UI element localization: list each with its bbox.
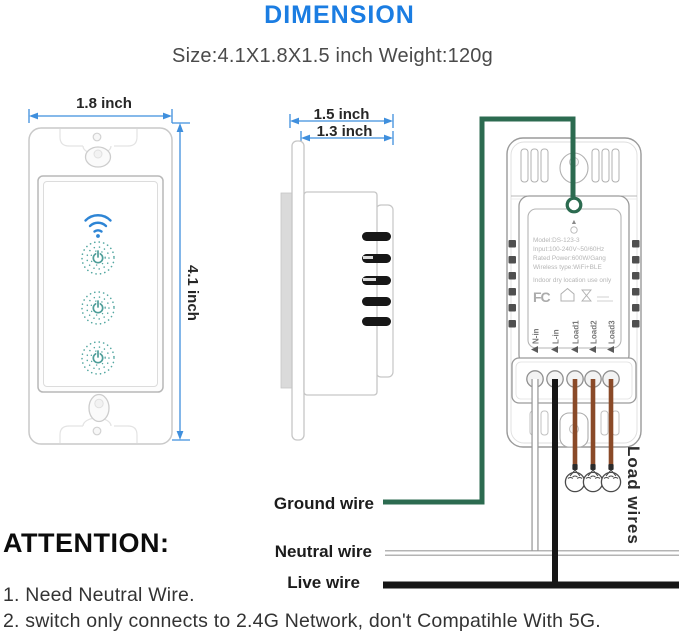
spec-line-location: Indoor dry location use only xyxy=(533,277,612,284)
load-wire-lines xyxy=(572,379,614,470)
power-icon xyxy=(92,250,104,264)
terminal-label-load2: Load2 xyxy=(590,320,599,344)
spec-line-input: Input:100-240V~50/60Hz xyxy=(533,246,604,253)
ground-wire-label: Ground wire xyxy=(273,494,374,513)
touch-button-2[interactable] xyxy=(81,291,115,325)
terminal-label-l-in: L-in xyxy=(552,329,561,344)
live-wire-line xyxy=(383,379,679,589)
outer-depth-arrow xyxy=(289,114,394,128)
switch-back-view-wiring: ▲ Model:DS-123-3 Input:100-240V~50/60Hz … xyxy=(383,116,679,589)
attention-item-1: 1. Need Neutral Wire. xyxy=(3,584,195,606)
orientation-mark xyxy=(570,226,578,234)
side-body xyxy=(303,191,378,396)
top-bracket-slots xyxy=(520,148,620,183)
switch-front-view xyxy=(28,109,190,445)
hourglass-icon xyxy=(581,289,592,302)
bulb-icons xyxy=(564,469,622,493)
height-dimension-label: 4.1 inch xyxy=(184,265,201,321)
spec-text: Model:DS-123-3 Input:100-240V~50/60Hz Ra… xyxy=(533,237,612,284)
side-clips xyxy=(508,240,640,328)
touch-panel xyxy=(43,181,158,387)
spec-line-power: Rated Power:600W/Gang xyxy=(533,255,606,262)
spec-line-wireless: Wireless type:WiFi+BLE xyxy=(533,264,602,271)
spec-line-model: Model:DS-123-3 xyxy=(533,237,580,244)
ground-screw xyxy=(565,196,583,214)
touch-button-1[interactable] xyxy=(81,241,115,275)
touch-button-3[interactable] xyxy=(81,341,115,375)
size-weight-text: Size:4.1X1.8X1.5 inch Weight:120g xyxy=(172,45,493,67)
fcc-mark: FC xyxy=(533,289,551,305)
page-title: DIMENSION xyxy=(264,1,415,29)
power-icon xyxy=(92,350,104,364)
height-dimension-arrow xyxy=(172,122,190,441)
inner-depth-label: 1.3 inch xyxy=(316,123,373,140)
power-icon xyxy=(92,300,104,314)
house-icon xyxy=(560,287,575,302)
terminal-arrows xyxy=(531,346,614,353)
attention-item-2: 2. switch only connects to 2.4G Network,… xyxy=(3,610,601,632)
neutral-wire-line xyxy=(385,379,679,556)
top-pilot-hole xyxy=(92,132,102,142)
terminal-label-n-in: N-in xyxy=(532,328,541,344)
width-dimension-arrow xyxy=(28,109,173,123)
live-wire-label: Live wire xyxy=(287,573,360,592)
load-wires-label: Load wires xyxy=(624,446,643,545)
terminal-label-load3: Load3 xyxy=(608,320,617,344)
neutral-wire-label: Neutral wire xyxy=(274,542,372,561)
switch-side-view xyxy=(280,114,394,441)
attention-heading: ATTENTION: xyxy=(3,528,170,558)
width-dimension-label: 1.8 inch xyxy=(76,95,132,112)
side-faceplate xyxy=(291,140,305,441)
outer-depth-label: 1.5 inch xyxy=(313,106,370,123)
wifi-icon xyxy=(84,214,112,238)
top-screw-detail xyxy=(93,149,103,159)
wall-strip xyxy=(280,192,293,389)
up-arrow-mark: ▲ xyxy=(571,219,578,226)
heat-vent-slots xyxy=(362,232,391,326)
terminal-labels: N-in L-in Load1 Load2 Load3 xyxy=(531,320,617,353)
bottom-pilot-hole xyxy=(92,426,102,436)
terminal-label-load1: Load1 xyxy=(572,320,581,344)
ground-wire-line xyxy=(383,116,583,505)
bottom-screw-detail xyxy=(94,398,104,409)
